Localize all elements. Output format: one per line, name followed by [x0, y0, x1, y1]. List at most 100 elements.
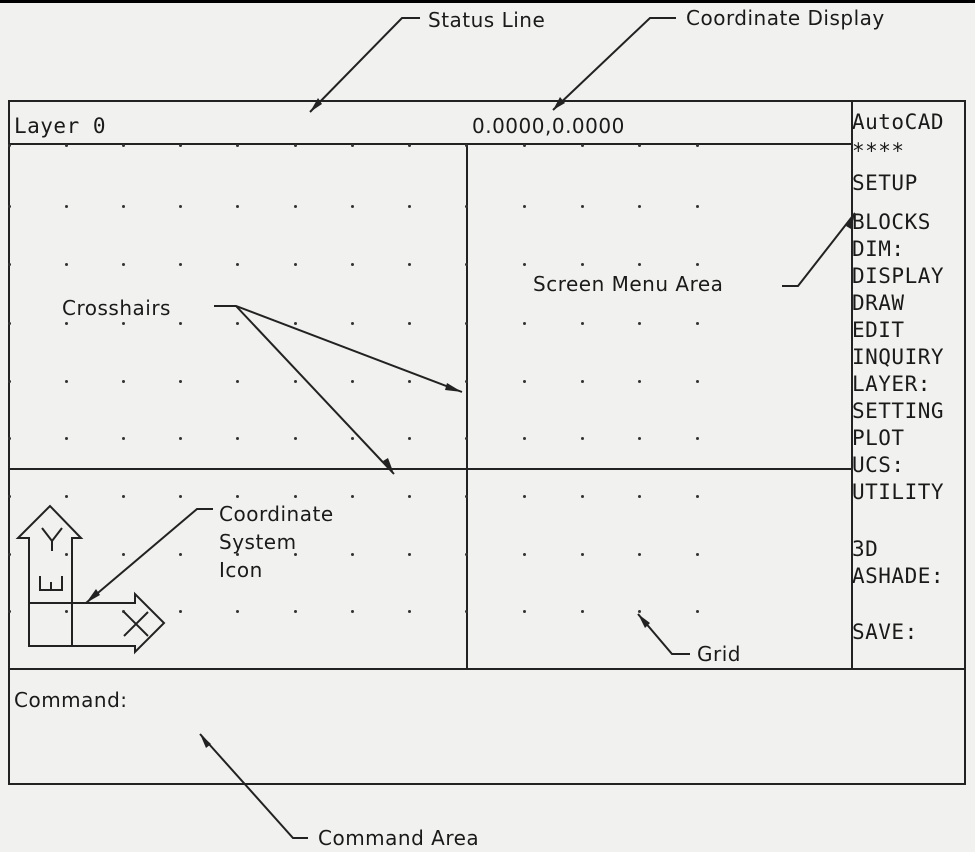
grid-dot	[351, 610, 354, 613]
menu-item-ucs[interactable]: UCS:	[852, 453, 905, 477]
callout-line-3: Icon	[219, 558, 263, 582]
grid-dot	[581, 437, 584, 440]
grid-dot	[179, 553, 182, 556]
menu-item-ashade[interactable]: ASHADE:	[852, 564, 945, 588]
grid-dot	[8, 144, 11, 147]
grid-dot	[8, 437, 11, 440]
callout-coordinate-display: Coordinate Display	[686, 6, 885, 30]
grid-dot	[351, 380, 354, 383]
grid-dot	[408, 205, 411, 208]
top-border	[0, 0, 975, 3]
grid-dot	[408, 553, 411, 556]
grid-dot	[8, 380, 11, 383]
grid-dot	[696, 553, 699, 556]
grid-dot	[408, 144, 411, 147]
menu-item-draw[interactable]: DRAW	[852, 291, 905, 315]
menu-item-utility[interactable]: UTILITY	[852, 480, 945, 504]
grid-dot	[638, 205, 641, 208]
menu-item-blocks[interactable]: BLOCKS	[852, 210, 931, 234]
grid-dot	[408, 263, 411, 266]
grid-dot	[294, 495, 297, 498]
grid-dot	[696, 263, 699, 266]
status-line-divider	[8, 143, 853, 145]
grid-dot	[696, 205, 699, 208]
grid-dot	[179, 263, 182, 266]
grid-dot	[638, 495, 641, 498]
menu-item-setup[interactable]: SETUP	[852, 171, 918, 195]
grid-dot	[294, 437, 297, 440]
menu-item-layer[interactable]: LAYER:	[852, 372, 931, 396]
callout-coordinate-system-icon: Coordinate System Icon	[219, 500, 334, 584]
grid-dot	[8, 495, 11, 498]
grid-dot	[581, 380, 584, 383]
grid-dot	[236, 495, 239, 498]
grid-dot	[236, 610, 239, 613]
command-area-divider	[8, 668, 966, 670]
callout-status-line: Status Line	[428, 8, 546, 32]
grid-dot	[696, 610, 699, 613]
grid-dot	[465, 610, 468, 613]
grid-dot	[408, 610, 411, 613]
grid-dot	[351, 322, 354, 325]
grid-dot	[294, 610, 297, 613]
grid-dot	[122, 380, 125, 383]
grid-dot	[8, 205, 11, 208]
grid-dot	[122, 437, 125, 440]
grid-dot	[179, 205, 182, 208]
grid-dot	[8, 263, 11, 266]
grid-dot	[408, 322, 411, 325]
grid-dot	[638, 437, 641, 440]
callout-line-2: System	[219, 530, 297, 554]
screen-menu-divider	[851, 100, 853, 670]
grid-dot	[122, 263, 125, 266]
grid-dot	[179, 144, 182, 147]
grid-dot	[294, 380, 297, 383]
menu-item-plot[interactable]: PLOT	[852, 426, 905, 450]
grid-dot	[581, 610, 584, 613]
grid-dot	[8, 553, 11, 556]
callout-grid: Grid	[697, 642, 741, 666]
grid-dot	[65, 380, 68, 383]
grid-dot	[638, 553, 641, 556]
menu-item-dim[interactable]: DIM:	[852, 237, 905, 261]
grid-dot	[65, 144, 68, 147]
callout-line-1: Coordinate	[219, 502, 334, 526]
grid-dot	[179, 495, 182, 498]
grid-dot	[465, 205, 468, 208]
grid-dot	[122, 205, 125, 208]
grid-dot	[8, 322, 11, 325]
menu-item-save[interactable]: SAVE:	[852, 620, 918, 644]
ucs-icon	[15, 504, 166, 655]
grid-dot	[351, 437, 354, 440]
grid-dot	[351, 495, 354, 498]
screen-menu-title: AutoCAD	[852, 110, 945, 134]
menu-item-inquiry[interactable]: INQUIRY	[852, 345, 945, 369]
menu-item-setting[interactable]: SETTING	[852, 399, 945, 423]
grid-dot	[523, 495, 526, 498]
screen-menu-separator[interactable]: ****	[852, 139, 905, 163]
grid-dot	[65, 263, 68, 266]
command-prompt[interactable]: Command:	[14, 688, 128, 712]
grid-dot	[236, 553, 239, 556]
grid-dot	[523, 380, 526, 383]
grid-dot	[122, 495, 125, 498]
menu-item-display[interactable]: DISPLAY	[852, 264, 945, 288]
grid-dot	[638, 610, 641, 613]
grid-dot	[294, 263, 297, 266]
menu-item-3d[interactable]: 3D	[852, 537, 879, 561]
grid-dot	[696, 380, 699, 383]
crosshair-vertical[interactable]	[466, 143, 468, 668]
menu-item-edit[interactable]: EDIT	[852, 318, 905, 342]
crosshair-horizontal[interactable]	[8, 468, 853, 470]
grid-dot	[65, 205, 68, 208]
grid-dot	[65, 322, 68, 325]
grid-dot	[465, 144, 468, 147]
grid-dot	[581, 322, 584, 325]
grid-dot	[179, 322, 182, 325]
grid-dot	[465, 380, 468, 383]
callout-crosshairs: Crosshairs	[62, 296, 171, 320]
grid-dot	[65, 553, 68, 556]
grid-dot	[638, 322, 641, 325]
grid-dot	[523, 610, 526, 613]
autocad-screen	[8, 100, 966, 785]
